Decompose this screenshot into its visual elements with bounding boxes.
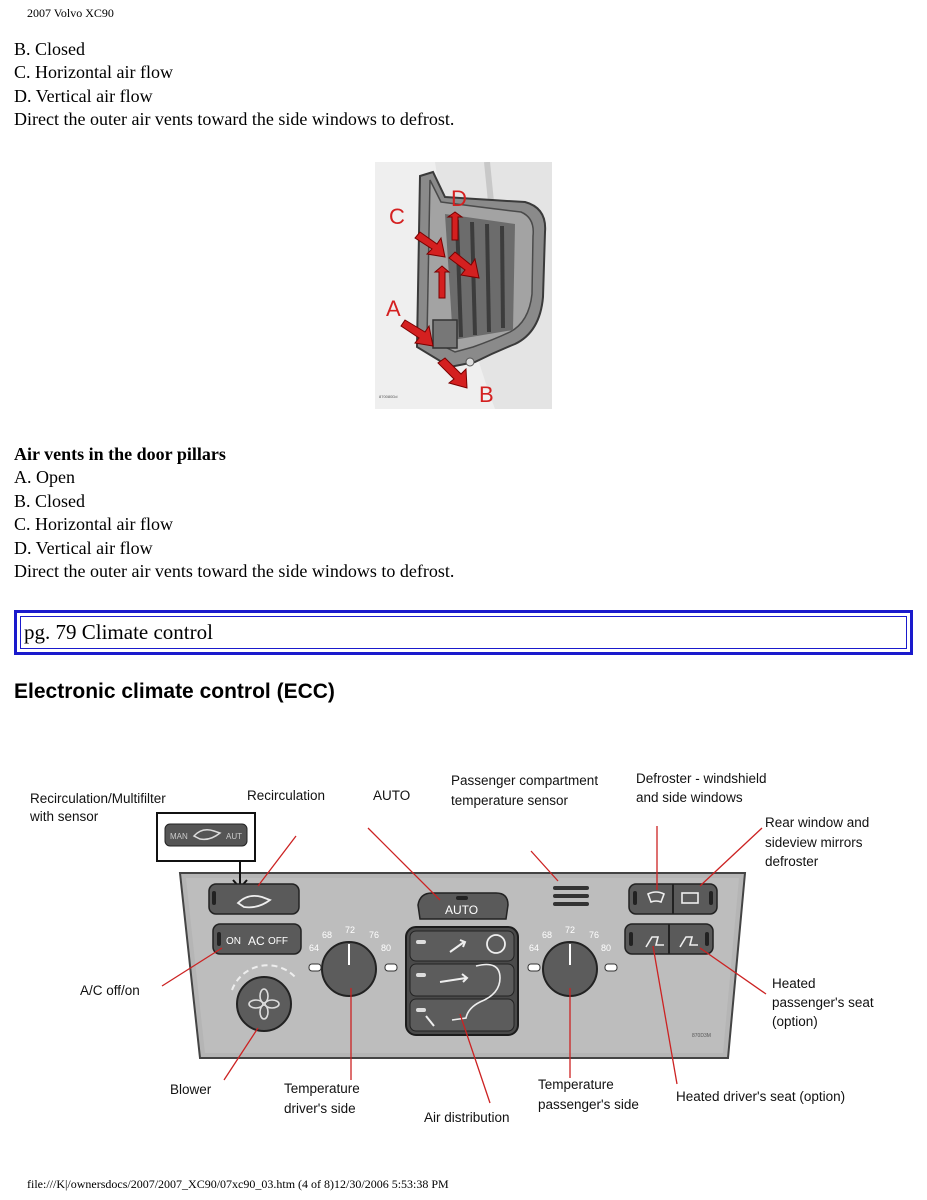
scale-tick-label: 76 xyxy=(369,930,379,940)
paragraph: Direct the outer air vents toward the si… xyxy=(14,109,455,129)
recirculation-icon xyxy=(192,829,222,841)
list-item: C. Horizontal air flow xyxy=(14,62,173,82)
scale-tick-label: 80 xyxy=(381,943,391,953)
scale-tick-label: 80 xyxy=(601,943,611,953)
label-d: D xyxy=(451,186,467,211)
callout-defroster: and side windows xyxy=(636,790,743,805)
air-vent-figure: C D A B 870080Dd xyxy=(375,162,552,409)
figure-code: 870D3M xyxy=(692,1033,711,1039)
fan-icon xyxy=(248,988,280,1020)
heated-seat-passenger-icon xyxy=(679,936,698,948)
recirculation-icon xyxy=(236,894,272,909)
scale-tick-label: 72 xyxy=(345,925,355,935)
scale-tick-label: 64 xyxy=(309,943,319,953)
blower-knob xyxy=(236,976,292,1032)
callout-temperature-sensor: temperature sensor xyxy=(451,793,569,808)
callout-recirculation: Recirculation xyxy=(247,788,325,803)
callout-rear-defroster: defroster xyxy=(765,854,819,869)
callout-temperature-passenger: Temperature xyxy=(538,1077,614,1092)
inset-man-label: MAN xyxy=(170,832,188,841)
windshield-defroster-icon xyxy=(646,891,666,904)
inset-aut-label: AUT xyxy=(226,832,242,841)
heated-seat-driver-icon xyxy=(645,936,664,948)
list-item: D. Vertical air flow xyxy=(14,86,153,106)
temperature-knob-driver xyxy=(321,941,377,997)
leader-lines xyxy=(161,826,767,1104)
label-a: A xyxy=(386,296,401,321)
callout-heated-driver-seat: Heated driver's seat (option) xyxy=(676,1089,845,1104)
scale-tick-label: 68 xyxy=(322,930,332,940)
list-item: B. Closed xyxy=(14,491,86,511)
scale-tick-label: 68 xyxy=(542,930,552,940)
label-c: C xyxy=(389,204,405,229)
callout-ac: A/C off/on xyxy=(80,983,140,998)
ac-label: AC xyxy=(248,934,265,948)
list-item: D. Vertical air flow xyxy=(14,538,153,558)
scale-tick-label: 76 xyxy=(589,930,599,940)
ac-button xyxy=(212,923,302,955)
callout-heated-passenger-seat: passenger's seat xyxy=(772,995,874,1010)
climate-control-figure: MAN AUT ON AC OFF 64 68 72 76 80 AUTO xyxy=(29,771,874,1125)
list-item: A. Open xyxy=(14,467,75,487)
page-title-box: pg. 79 Climate control xyxy=(14,610,913,655)
callout-rear-defroster: sideview mirrors xyxy=(765,835,863,850)
seated-person-icon xyxy=(451,963,501,1021)
paragraph: Direct the outer air vents toward the si… xyxy=(14,561,455,581)
callout-recirculation-multifilter: with sensor xyxy=(29,809,99,824)
document-header: 2007 Volvo XC90 xyxy=(27,6,114,20)
callout-temperature-driver: driver's side xyxy=(284,1101,356,1116)
callout-temperature-driver: Temperature xyxy=(284,1081,360,1096)
callout-heated-passenger-seat: Heated xyxy=(772,976,816,991)
ac-off-label: OFF xyxy=(268,936,288,947)
footer-path: file:///K|/ownersdocs/2007/2007_XC90/07x… xyxy=(27,1177,449,1191)
scale-tick-label: 72 xyxy=(565,925,575,935)
callout-defroster: Defroster - windshield xyxy=(636,771,767,786)
ac-on-label: ON xyxy=(226,936,241,947)
callout-recirculation-multifilter: Recirculation/Multifilter xyxy=(30,791,166,806)
callout-temperature-sensor: Passenger compartment xyxy=(451,773,598,788)
section-heading: Air vents in the door pillars xyxy=(14,444,226,464)
temperature-sensor-grille xyxy=(553,886,589,906)
callout-blower: Blower xyxy=(170,1082,212,1097)
list-item: B. Closed xyxy=(14,39,86,59)
callout-heated-passenger-seat: (option) xyxy=(772,1014,818,1029)
callout-auto: AUTO xyxy=(373,788,410,803)
person-head-icon xyxy=(486,934,506,954)
auto-button-label: AUTO xyxy=(445,903,478,917)
callout-air-distribution: Air distribution xyxy=(424,1110,510,1125)
figure-code: 870080Dd xyxy=(379,394,397,399)
auto-button xyxy=(417,892,509,920)
list-item: C. Horizontal air flow xyxy=(14,514,173,534)
label-b: B xyxy=(479,382,494,407)
ecc-heading: Electronic climate control (ECC) xyxy=(14,680,335,703)
recirculation-button xyxy=(208,883,300,915)
rear-window-defroster-icon xyxy=(681,892,699,904)
scale-tick-label: 64 xyxy=(529,943,539,953)
callout-temperature-passenger: passenger's side xyxy=(538,1097,639,1112)
callout-rear-defroster: Rear window and xyxy=(765,815,869,830)
page-title: pg. 79 Climate control xyxy=(24,620,213,644)
